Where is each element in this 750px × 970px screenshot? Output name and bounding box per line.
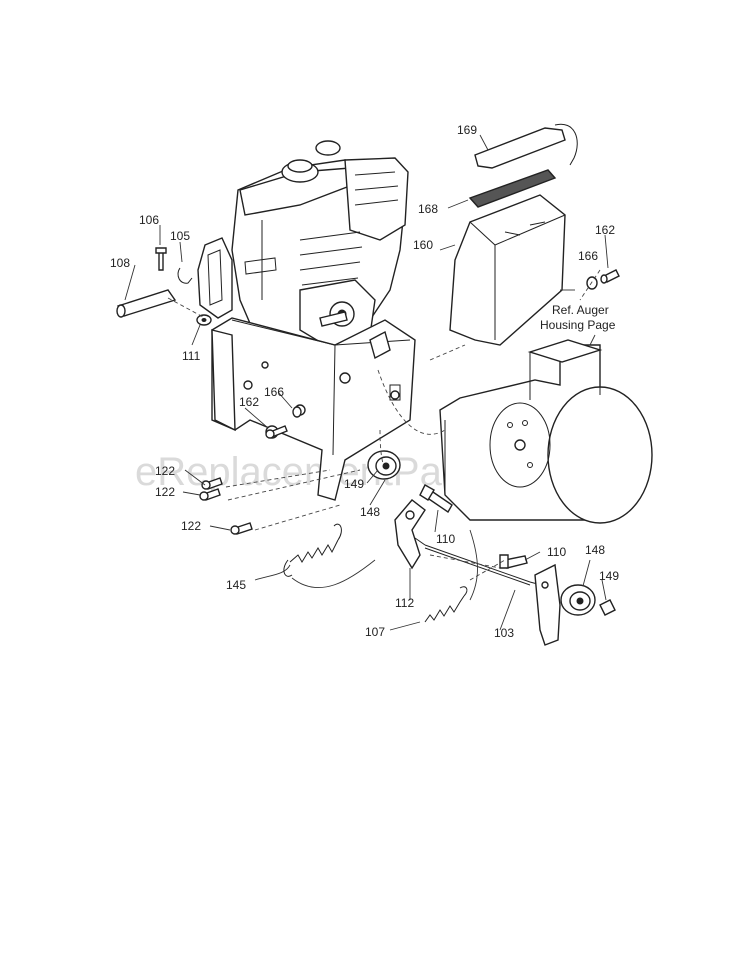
callout-160: 160 (413, 238, 433, 252)
callout-108: 108 (110, 256, 130, 270)
bolt-110-center (419, 484, 453, 514)
screw-122-b (199, 488, 221, 501)
callout-107: 107 (365, 625, 385, 639)
callout-ref-housing-page: Housing Page (540, 318, 616, 332)
screw-122-a (201, 477, 223, 490)
callout-145: 145 (226, 578, 246, 592)
callout-149-right: 149 (599, 569, 619, 583)
callout-148-right: 148 (585, 543, 605, 557)
callout-149-left: 149 (344, 477, 364, 491)
callout-105: 105 (170, 229, 190, 243)
callout-112: 112 (395, 596, 414, 610)
screw-162-left (265, 425, 288, 439)
callout-162-right: 162 (595, 223, 615, 237)
callout-166-left: 166 (264, 385, 284, 399)
idler-arm-112 (394, 499, 426, 570)
screw-122-c (230, 522, 253, 535)
callout-ref-auger: Ref. Auger (552, 303, 609, 317)
washer-111 (196, 314, 212, 326)
bracket (534, 563, 561, 646)
callout-169: 169 (457, 123, 477, 137)
callout-111: 111 (182, 349, 201, 363)
callout-168: 168 (418, 202, 438, 216)
screw-162-right (600, 269, 620, 284)
nut-149-right (599, 599, 616, 616)
callout-162-left: 162 (239, 395, 259, 409)
impeller-housing (439, 339, 653, 524)
callout-110-center: 110 (436, 532, 455, 546)
callout-106: 106 (139, 213, 159, 227)
callout-148-left: 148 (360, 505, 380, 519)
filter-cover-169 (474, 123, 578, 169)
clip-105 (177, 267, 193, 284)
callout-110-right: 110 (547, 545, 566, 559)
bolt-110-right (499, 554, 528, 569)
assembly-lines (167, 269, 601, 581)
pulley-148-right (560, 584, 596, 616)
chute-duct-160 (449, 194, 566, 346)
filter-168 (468, 169, 557, 208)
leader-lines (124, 134, 609, 631)
callout-labels: 106 105 108 111 169 168 160 162 166 Ref.… (110, 123, 619, 640)
callout-122-a: 122 (155, 464, 175, 478)
washer-166-right (586, 276, 598, 290)
callout-103: 103 (494, 626, 514, 640)
engine (197, 140, 409, 351)
callout-122-b: 122 (155, 485, 175, 499)
callout-122-c: 122 (181, 519, 201, 533)
washer-166-left (292, 406, 302, 418)
shaft-108 (116, 289, 177, 318)
callout-166-right: 166 (578, 249, 598, 263)
spring-145 (283, 523, 342, 577)
pin-106 (155, 247, 167, 271)
spring-107 (424, 586, 468, 623)
